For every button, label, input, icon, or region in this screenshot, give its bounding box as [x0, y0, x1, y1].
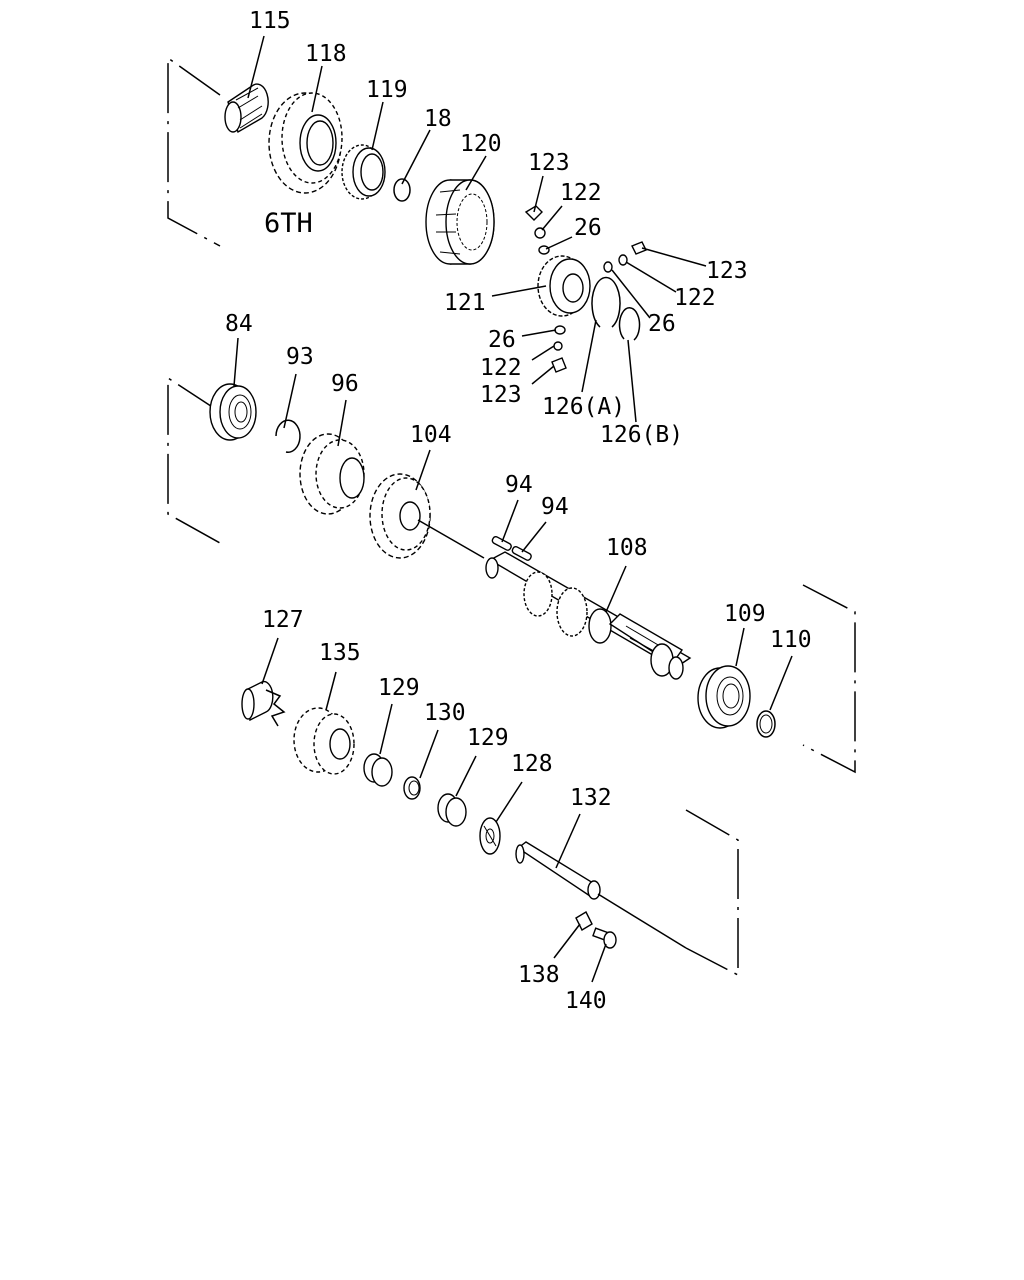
group-frame-right [802, 584, 856, 774]
label-126a: 126(A) [542, 394, 625, 420]
snap-ring-93 [275, 419, 301, 453]
label-104: 104 [410, 422, 452, 448]
label-26-bottom: 26 [488, 327, 516, 353]
section-label: 6TH [264, 208, 313, 239]
group-frame-top [167, 56, 221, 247]
snap-ring-18 [393, 178, 411, 202]
key-94-a [491, 536, 512, 551]
label-135: 135 [319, 640, 361, 666]
label-138: 138 [518, 962, 560, 988]
gear-135 [293, 707, 355, 775]
label-18: 18 [424, 106, 452, 132]
label-108: 108 [606, 535, 648, 561]
label-127: 127 [262, 607, 304, 633]
bolt-140 [592, 927, 617, 949]
spring-26-right [603, 261, 613, 273]
snap-ring-110 [756, 710, 776, 738]
ring-126b [618, 307, 641, 341]
shift-key-123-right [631, 241, 647, 255]
axis-line-132 [597, 893, 687, 949]
label-96: 96 [331, 371, 359, 397]
label-132: 132 [570, 785, 612, 811]
lock-plate-138 [575, 911, 593, 931]
hub-121 [537, 255, 591, 317]
label-140: 140 [565, 988, 607, 1014]
bearing-109 [697, 665, 751, 729]
label-26-top: 26 [574, 215, 602, 241]
axis-line-104 [417, 519, 485, 559]
needle-bearing-129-b [437, 793, 467, 827]
ball-122-bottom [553, 341, 563, 351]
label-129-a: 129 [378, 675, 420, 701]
label-123-right: 123 [706, 258, 748, 284]
synchro-ring-119 [341, 144, 386, 200]
label-123-top: 123 [528, 150, 570, 176]
group-frame-bottom [685, 809, 739, 977]
gear-118 [268, 92, 343, 194]
main-shaft-108 [485, 551, 692, 680]
label-84: 84 [225, 311, 253, 337]
spacer-130 [403, 776, 421, 800]
label-94-b: 94 [541, 494, 569, 520]
needle-bearing-129-a [363, 753, 393, 787]
sleeve-127 [241, 680, 286, 727]
spring-26-top [538, 245, 550, 255]
label-119: 119 [366, 77, 408, 103]
label-109: 109 [724, 601, 766, 627]
group-frame-middle [167, 376, 221, 544]
thrust-washer-128 [479, 817, 501, 855]
gear-96 [299, 433, 365, 515]
label-93: 93 [286, 344, 314, 370]
label-130: 130 [424, 700, 466, 726]
label-123-bottom: 123 [480, 382, 522, 408]
needle-bearing-115 [224, 83, 269, 134]
label-122-right: 122 [674, 285, 716, 311]
label-94-a: 94 [505, 472, 533, 498]
ring-126a [591, 276, 621, 328]
leader-lines [233, 35, 793, 983]
label-118: 118 [305, 41, 347, 67]
label-115: 115 [249, 8, 291, 34]
label-122-bottom: 122 [480, 355, 522, 381]
shaft-132 [515, 841, 601, 900]
spring-26-bottom [554, 325, 566, 335]
label-126b: 126(B) [600, 422, 683, 448]
gear-104 [369, 473, 431, 559]
shift-key-123-bottom [551, 357, 567, 373]
label-26-right: 26 [648, 311, 676, 337]
sleeve-120 [425, 179, 495, 265]
label-121: 121 [444, 290, 486, 316]
bearing-84 [209, 383, 257, 441]
shift-key-123-top [524, 205, 543, 221]
ball-122-right [618, 254, 628, 266]
label-128: 128 [511, 751, 553, 777]
ball-122-top [534, 227, 546, 239]
label-129-b: 129 [467, 725, 509, 751]
label-122-top: 122 [560, 180, 602, 206]
label-120: 120 [460, 131, 502, 157]
label-110: 110 [770, 627, 812, 653]
